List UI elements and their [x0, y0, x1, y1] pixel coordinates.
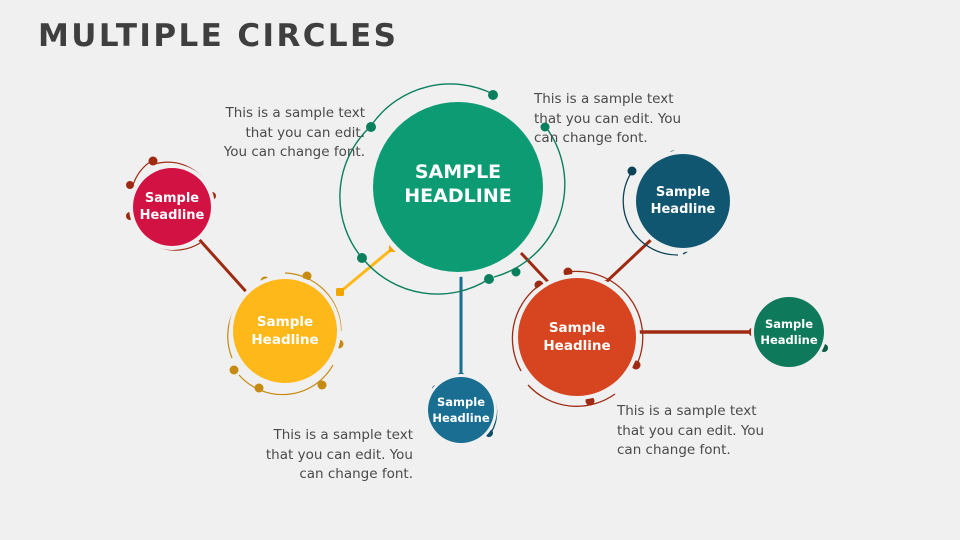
node-crimson-label-line2: Headline [140, 208, 205, 223]
connector-amber-green [339, 246, 394, 294]
node-amber-fill [233, 279, 337, 383]
text-line: You can change font. [223, 144, 365, 160]
dot-green-4 [357, 253, 367, 263]
text-block-bottom-left: This is a sample text that you can edit.… [258, 426, 413, 485]
node-amber[interactable]: Sample Headline [229, 275, 341, 387]
node-circles: SAMPLE HEADLINE Sample Headline Sample H… [129, 97, 827, 446]
dot-green-3 [540, 122, 550, 132]
text-block-top-right: This is a sample text that you can edit.… [534, 90, 709, 149]
dot-navy-2 [627, 166, 637, 176]
node-orange-label-line2: Headline [543, 338, 610, 354]
text-line: This is a sample text [225, 105, 365, 121]
text-line: can change font. [299, 466, 413, 482]
page-title: MULTIPLE CIRCLES [38, 18, 399, 54]
arc-orange-topright [567, 270, 644, 363]
text-line: This is a sample text [534, 91, 674, 107]
text-line: that you can edit. You [617, 422, 765, 439]
arc-orange-bottom [527, 384, 616, 407]
text-line: This is a sample text [273, 427, 413, 443]
node-amber-label-line2: Headline [251, 332, 318, 348]
dot-crimson-2 [126, 181, 134, 189]
dot-crimson-1 [148, 156, 158, 166]
dot-amber-2 [302, 271, 312, 281]
dot-amber-4 [229, 365, 239, 375]
text-line: that you can edit. [245, 124, 365, 141]
node-crimson[interactable]: Sample Headline [129, 164, 215, 250]
node-main-green[interactable]: SAMPLE HEADLINE [368, 97, 548, 277]
text-line: This is a sample text [617, 403, 757, 419]
connector-node-amber-1 [336, 288, 344, 296]
arc-navy-left [622, 169, 679, 256]
node-navy[interactable]: Sample Headline [632, 150, 734, 252]
node-right-green-fill [754, 297, 824, 367]
arc-green-top [372, 83, 494, 124]
dot-amber-6 [317, 380, 327, 390]
text-block-bottom-right: This is a sample text that you can edit.… [617, 402, 792, 461]
node-bottom-blue[interactable]: Sample Headline [425, 374, 497, 446]
arc-amber-topright [284, 272, 342, 332]
node-bottom-blue-fill [428, 377, 494, 443]
dot-green-1 [488, 90, 498, 100]
arc-green-right [493, 125, 566, 278]
text-line: that you can edit. You [534, 110, 682, 127]
node-main-green-fill [373, 102, 543, 272]
dot-green-5 [484, 274, 494, 284]
text-line: can change font. [617, 442, 731, 458]
dot-orange-1 [563, 267, 573, 277]
node-right-green-label-line2: Headline [760, 333, 817, 347]
node-crimson-label-line1: Sample [145, 191, 199, 206]
node-crimson-fill [133, 168, 211, 246]
node-orange-label-line1: Sample [549, 320, 605, 336]
node-orange-fill [518, 278, 636, 396]
node-bottom-blue-label-line2: Headline [432, 411, 489, 425]
connector-orange-navy [602, 235, 656, 286]
node-orange[interactable]: Sample Headline [514, 274, 640, 400]
arc-amber-bottom [238, 364, 334, 396]
node-amber-label-line1: Sample [257, 314, 313, 330]
node-navy-label-line1: Sample [656, 185, 710, 200]
connector-crimson-amber [195, 235, 252, 298]
text-line: that you can edit. You [265, 446, 413, 463]
node-right-green-label-line1: Sample [765, 317, 813, 331]
dot-green-6 [511, 267, 521, 277]
node-right-green[interactable]: Sample Headline [751, 294, 827, 370]
connector-green-orange [519, 251, 553, 287]
node-main-green-label-line1: SAMPLE [415, 161, 501, 183]
dot-amber-5 [254, 383, 264, 393]
arc-green-bottom [363, 259, 490, 295]
node-main-green-label-line2: HEADLINE [404, 185, 511, 207]
node-navy-label-line2: Headline [651, 202, 716, 217]
arc-green-left [339, 125, 372, 259]
text-block-top-left: This is a sample text that you can edit.… [210, 104, 365, 163]
text-line: can change font. [534, 130, 648, 146]
dot-green-2 [366, 122, 376, 132]
arc-orange-left [511, 286, 538, 372]
node-navy-fill [636, 154, 730, 248]
node-bottom-blue-label-line1: Sample [437, 395, 485, 409]
